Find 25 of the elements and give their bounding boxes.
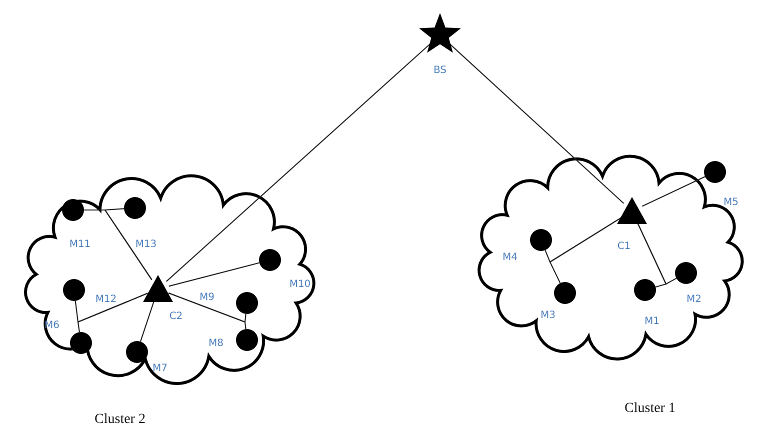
node-label: M13 — [135, 238, 157, 252]
connector-line — [77, 292, 148, 332]
cluster-label: Cluster 2 — [94, 413, 146, 427]
node-label: BS — [433, 64, 447, 78]
node-label: M2 — [686, 293, 702, 307]
node-label: M3 — [540, 309, 556, 323]
connector-line — [104, 208, 152, 280]
node-label: M4 — [502, 251, 518, 265]
connector-line — [168, 262, 260, 287]
node-label: M8 — [208, 337, 224, 351]
connector-line — [549, 216, 623, 284]
node-label: M7 — [152, 362, 168, 376]
connector-line — [448, 42, 624, 204]
node-label: C2 — [169, 310, 183, 324]
connector-line — [166, 42, 432, 282]
node-label: M10 — [289, 278, 311, 292]
node-label: M12 — [95, 293, 117, 307]
cluster-label: Cluster 1 — [624, 402, 676, 416]
connector-line — [168, 292, 246, 330]
node-label: C1 — [617, 240, 631, 254]
node-label: M9 — [200, 291, 214, 305]
node-label: M11 — [69, 238, 91, 252]
node-label: M5 — [724, 196, 738, 210]
node-label: M1 — [644, 315, 660, 329]
connector-line — [140, 300, 155, 342]
